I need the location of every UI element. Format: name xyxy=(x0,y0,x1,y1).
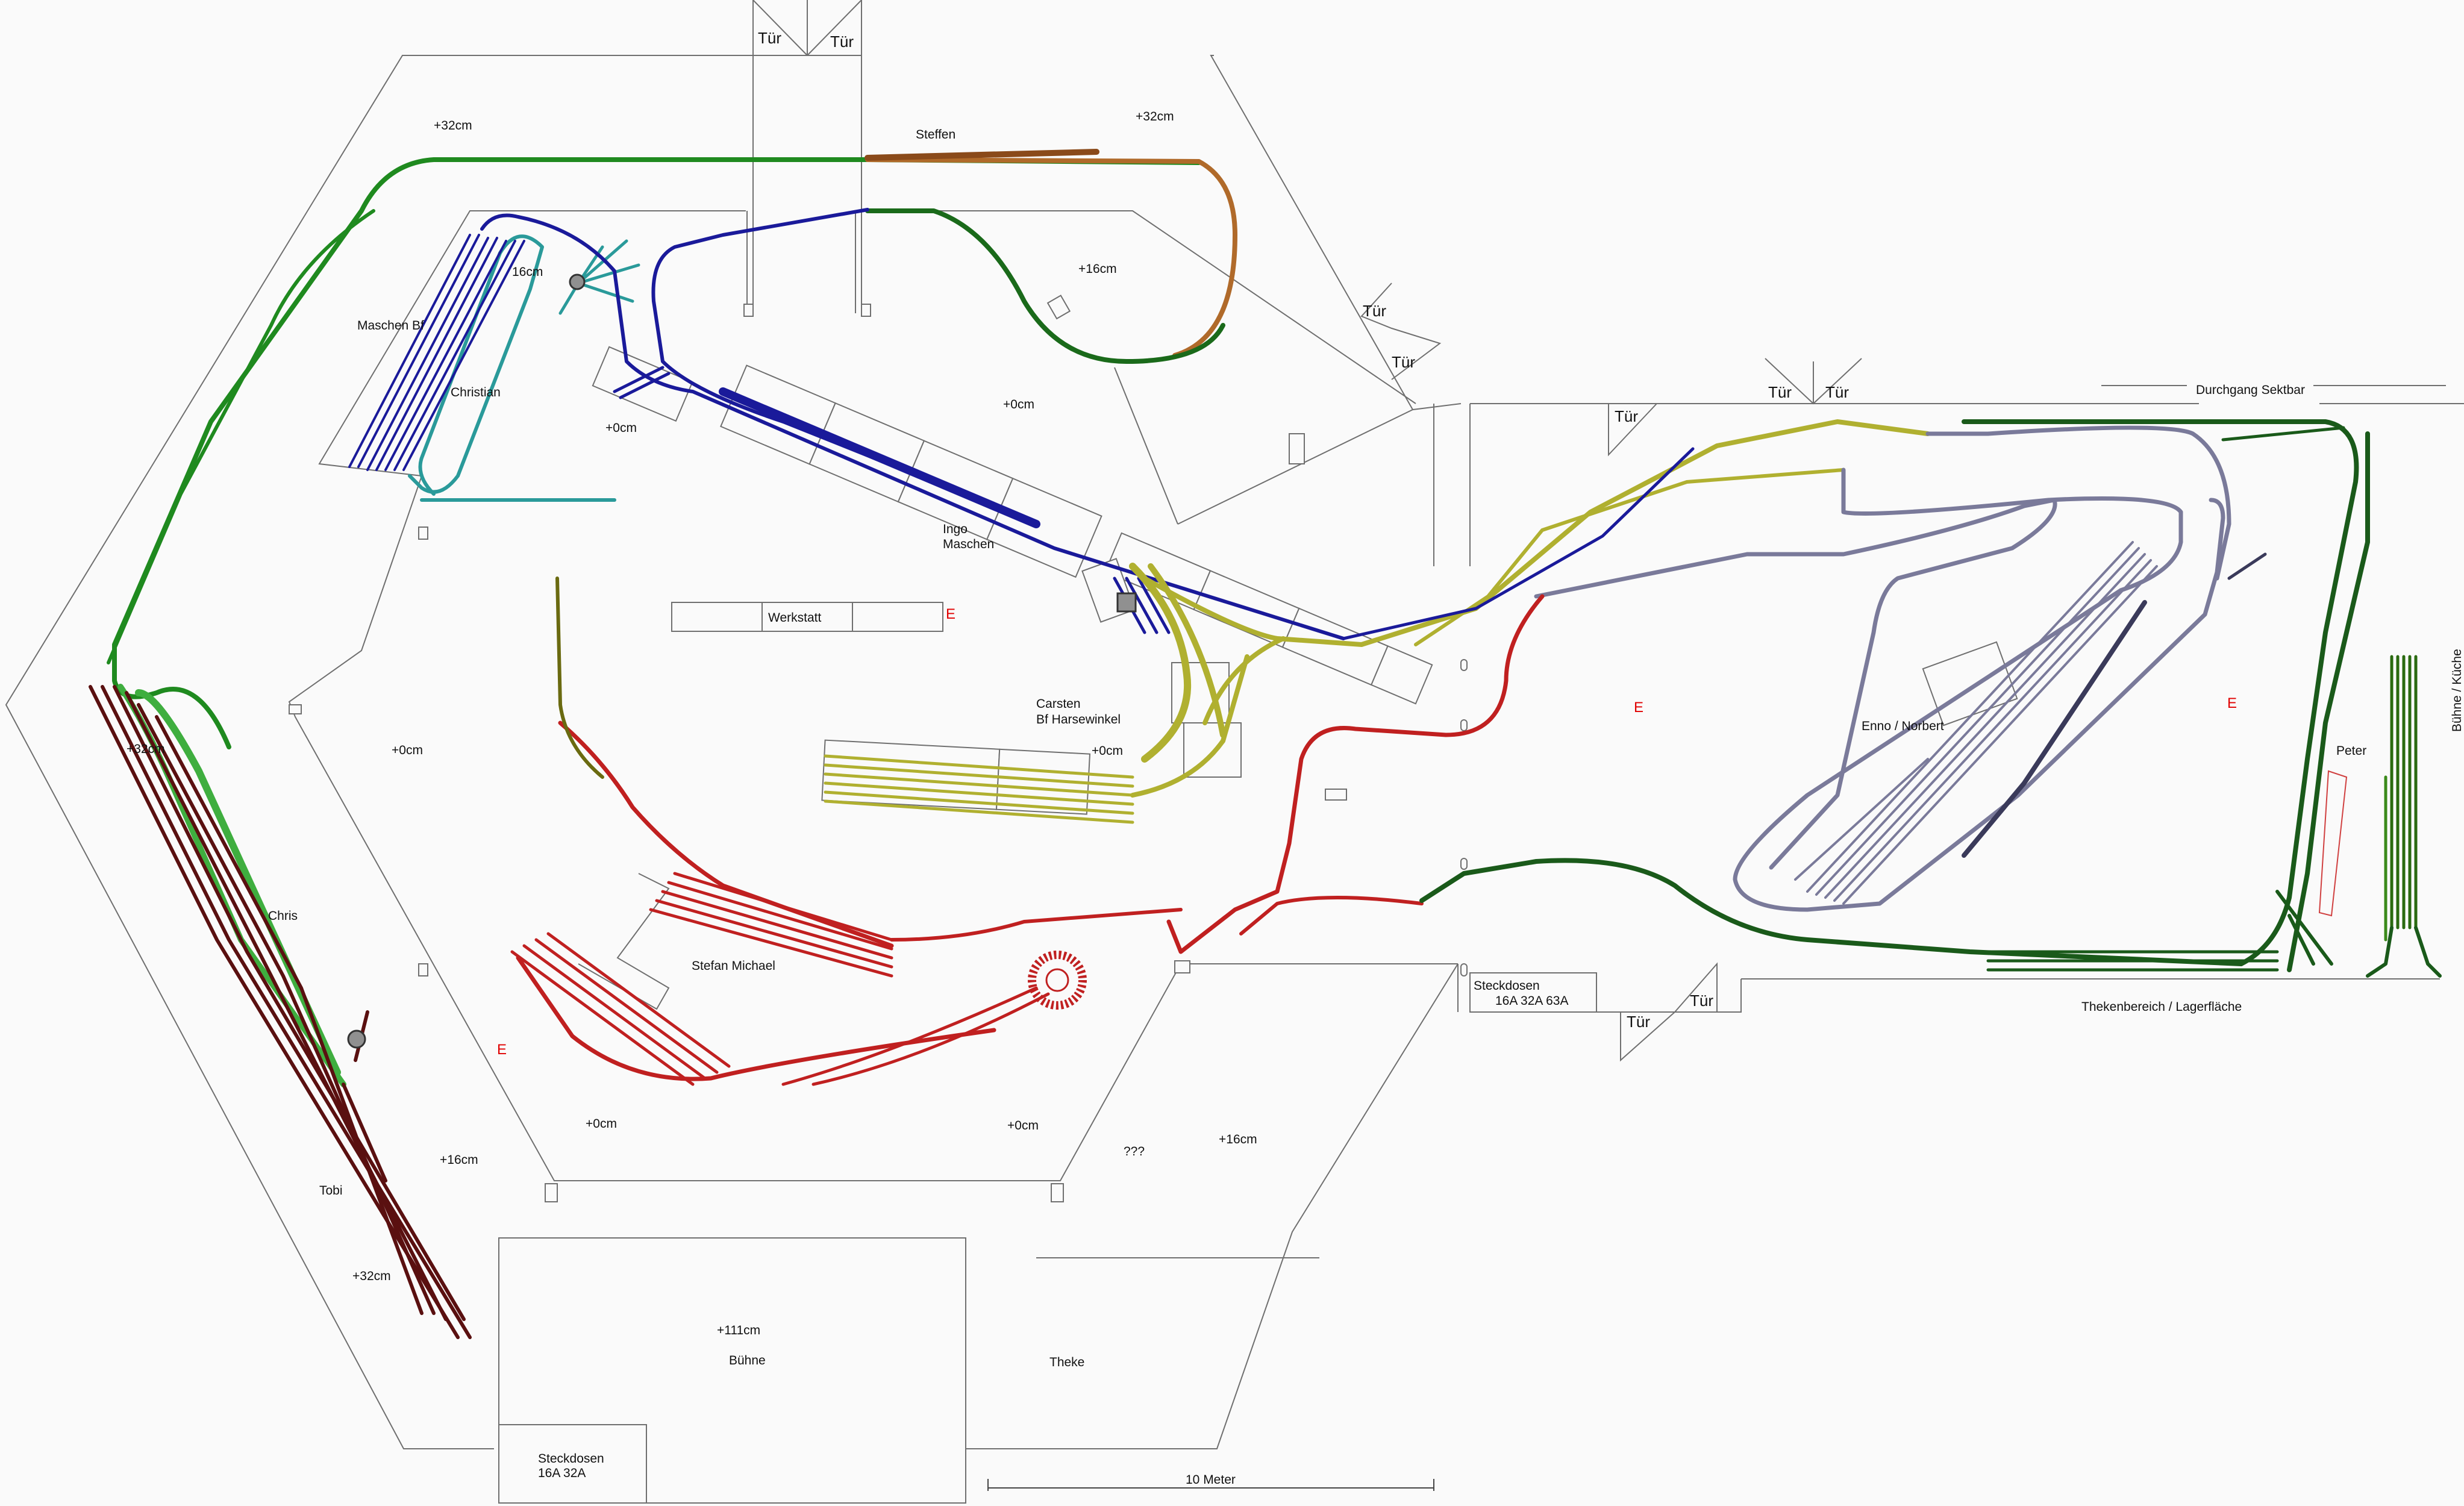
stage-label: Bühne xyxy=(729,1354,766,1367)
height-label: +32cm xyxy=(1136,110,1174,123)
sockets-label: Steckdosen xyxy=(538,1452,604,1466)
sockets-values: 16A 32A xyxy=(538,1466,586,1480)
module-name-chris: Chris xyxy=(268,909,298,923)
height-label: +0cm xyxy=(1092,744,1123,758)
door-label: Tür xyxy=(1825,383,1849,401)
height-label: +32cm xyxy=(434,119,472,133)
e-marker: E xyxy=(2227,695,2237,711)
height-label: +16cm xyxy=(1078,262,1117,276)
e-marker: E xyxy=(497,1042,507,1058)
storage-label: Thekenbereich / Lagerfläche xyxy=(2081,1000,2242,1014)
module-name-enno: Enno / Norbert xyxy=(1862,719,1944,733)
module-name-christian: Christian xyxy=(451,386,501,399)
module-name-ingo: Ingo xyxy=(943,522,968,536)
doors: Tür Tür Tür Tür Tür Tür Tür Tür Tür xyxy=(752,0,1862,1062)
passage-label: Durchgang Sektbar xyxy=(2196,383,2305,397)
height-label: +0cm xyxy=(392,743,423,757)
module-name-carsten: Carsten xyxy=(1036,697,1081,711)
door-label: Tür xyxy=(1690,992,1713,1010)
door-label: Tür xyxy=(758,29,781,47)
module-name-werkstatt: Werkstatt xyxy=(768,611,821,625)
e-marker: E xyxy=(1634,699,1643,716)
height-label: 16cm xyxy=(512,265,543,279)
height-label: +16cm xyxy=(440,1153,478,1167)
module-name-ingo-maschen: Maschen xyxy=(943,537,994,551)
module-name-stefan-michael: Stefan Michael xyxy=(692,959,775,973)
scale-bar: 10 Meter xyxy=(987,1473,1434,1491)
height-label: +16cm xyxy=(1219,1133,1257,1146)
sockets-values: 16A 32A 63A xyxy=(1495,994,1568,1008)
height-label: +0cm xyxy=(586,1117,617,1131)
module-name-harsewinkel: Bf Harsewinkel xyxy=(1036,713,1121,726)
height-label: +0cm xyxy=(1003,398,1034,411)
height-label: +0cm xyxy=(1007,1119,1039,1133)
door-label: Tür xyxy=(1627,1013,1650,1031)
module-name-tobi: Tobi xyxy=(319,1184,343,1198)
scale-label: 10 Meter xyxy=(1186,1473,1236,1487)
e-marker: E xyxy=(946,606,955,622)
sockets-label: Steckdosen xyxy=(1474,979,1540,993)
module-name-steffen: Steffen xyxy=(916,128,955,142)
door-label: Tür xyxy=(1392,353,1415,371)
height-label: +32cm xyxy=(127,742,165,756)
door-label: Tür xyxy=(1615,407,1638,425)
door-label: Tür xyxy=(1363,302,1386,320)
module-name-maschen: Maschen Bf xyxy=(357,319,424,333)
height-label: +111cm xyxy=(717,1323,760,1337)
electric-markers: E E E E xyxy=(497,606,2237,1058)
unknown-label: ??? xyxy=(1124,1145,1145,1158)
door-label: Tür xyxy=(830,33,854,51)
track-network xyxy=(89,149,2442,1339)
kitchen-label: Bühne / Küche xyxy=(2450,649,2464,732)
bar-label: Theke xyxy=(1049,1355,1084,1369)
plan-labels: +32cm +32cm Steffen +16cm 16cm Maschen B… xyxy=(127,110,2464,1480)
height-label: +0cm xyxy=(605,421,637,435)
module-name-peter: Peter xyxy=(2336,744,2366,758)
door-label: Tür xyxy=(1768,383,1792,401)
height-label: +32cm xyxy=(352,1269,391,1283)
